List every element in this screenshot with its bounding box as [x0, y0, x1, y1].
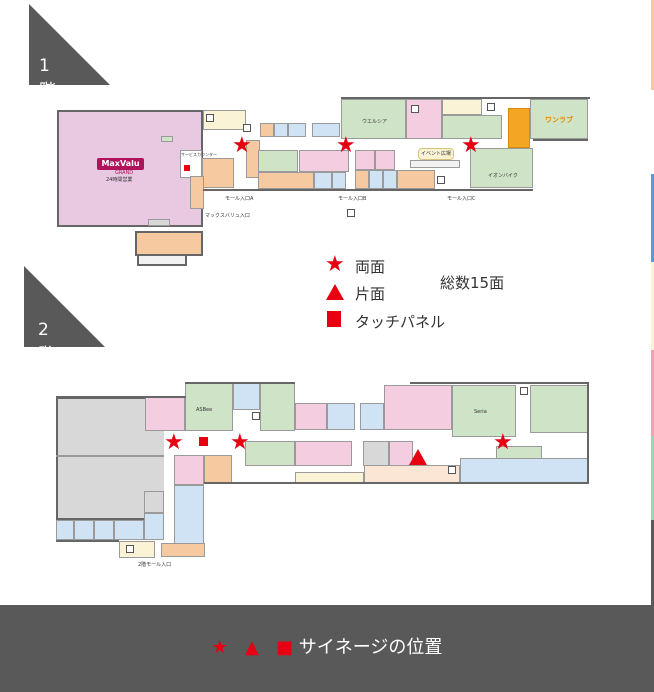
- mall-entrance-2f[interactable]: 2階モール入口: [138, 562, 172, 568]
- footer-banner: ★ ▲ ■ サイネージの位置: [0, 605, 654, 692]
- signage-both-sides-marker[interactable]: ★: [232, 133, 252, 158]
- signage-both-sides-marker[interactable]: ★: [336, 133, 356, 158]
- elevator-icon: [252, 412, 260, 420]
- signage-one-side-marker[interactable]: [409, 449, 427, 465]
- welcia-label: ウエルシア: [362, 119, 388, 125]
- welcia-store[interactable]: [341, 99, 406, 139]
- parking-icon: [347, 209, 355, 217]
- restroom-icon: [206, 114, 214, 122]
- asbee-store[interactable]: [185, 383, 233, 431]
- signage-both-sides-marker[interactable]: ★: [164, 430, 184, 455]
- onelove-store[interactable]: [530, 99, 588, 139]
- floor-2-label: 2 階: [38, 320, 57, 365]
- signage-both-sides-marker[interactable]: ★: [230, 430, 250, 455]
- signage-both-sides-marker[interactable]: ★: [493, 430, 513, 455]
- service-counter-label: サービスカウンター: [181, 152, 217, 157]
- maxvalu-entrance[interactable]: マックスバリュ入口: [205, 213, 250, 219]
- mall-entrance-b[interactable]: モール入口B: [338, 196, 367, 202]
- maxvalu-logo: MaxValu: [97, 158, 144, 170]
- one-side-label: 片面: [355, 285, 386, 303]
- touch-panel-icon[interactable]: [199, 437, 208, 446]
- event-plaza-label: イベント広場: [421, 151, 452, 157]
- onelove-label: ワンラブ: [545, 116, 573, 124]
- mall-entrance-c[interactable]: モール入口C: [447, 196, 476, 202]
- elevator-icon: [487, 103, 495, 111]
- aeonbike-store[interactable]: [470, 148, 533, 188]
- triangle-icon: ▲: [244, 637, 259, 658]
- atm-icon: [437, 176, 445, 184]
- square-icon: ■: [275, 637, 293, 658]
- footer-caption: サイネージの位置: [298, 637, 443, 658]
- event-plaza[interactable]: [418, 148, 454, 160]
- restroom-icon: [520, 387, 528, 395]
- mall-entrance-a[interactable]: モール入口A: [225, 196, 254, 202]
- elevator-icon: [448, 466, 456, 474]
- elevator-icon: [243, 124, 251, 132]
- star-icon: ★: [211, 637, 228, 658]
- total-count: 総数15面: [440, 274, 505, 292]
- restroom-icon: [126, 545, 134, 553]
- floor-1-label: 1 階: [39, 56, 58, 101]
- seria-store[interactable]: [452, 385, 516, 437]
- aeonbike-label: イオンバイク: [488, 173, 518, 179]
- square-legend-icon: [327, 311, 341, 327]
- seria-label: Seria: [474, 409, 487, 415]
- star-legend-icon: ★: [325, 252, 345, 277]
- maxvalu-grand: GRAND: [115, 170, 134, 176]
- triangle-legend-icon: [326, 284, 344, 300]
- restroom-icon: [411, 105, 419, 113]
- asbee-label: ASBee: [196, 407, 213, 413]
- signage-both-sides-marker[interactable]: ★: [461, 133, 481, 158]
- both-sides-label: 両面: [355, 258, 386, 276]
- open-24h-label: 24時間営業: [106, 177, 133, 183]
- touch-panel-label: タッチパネル: [355, 313, 446, 331]
